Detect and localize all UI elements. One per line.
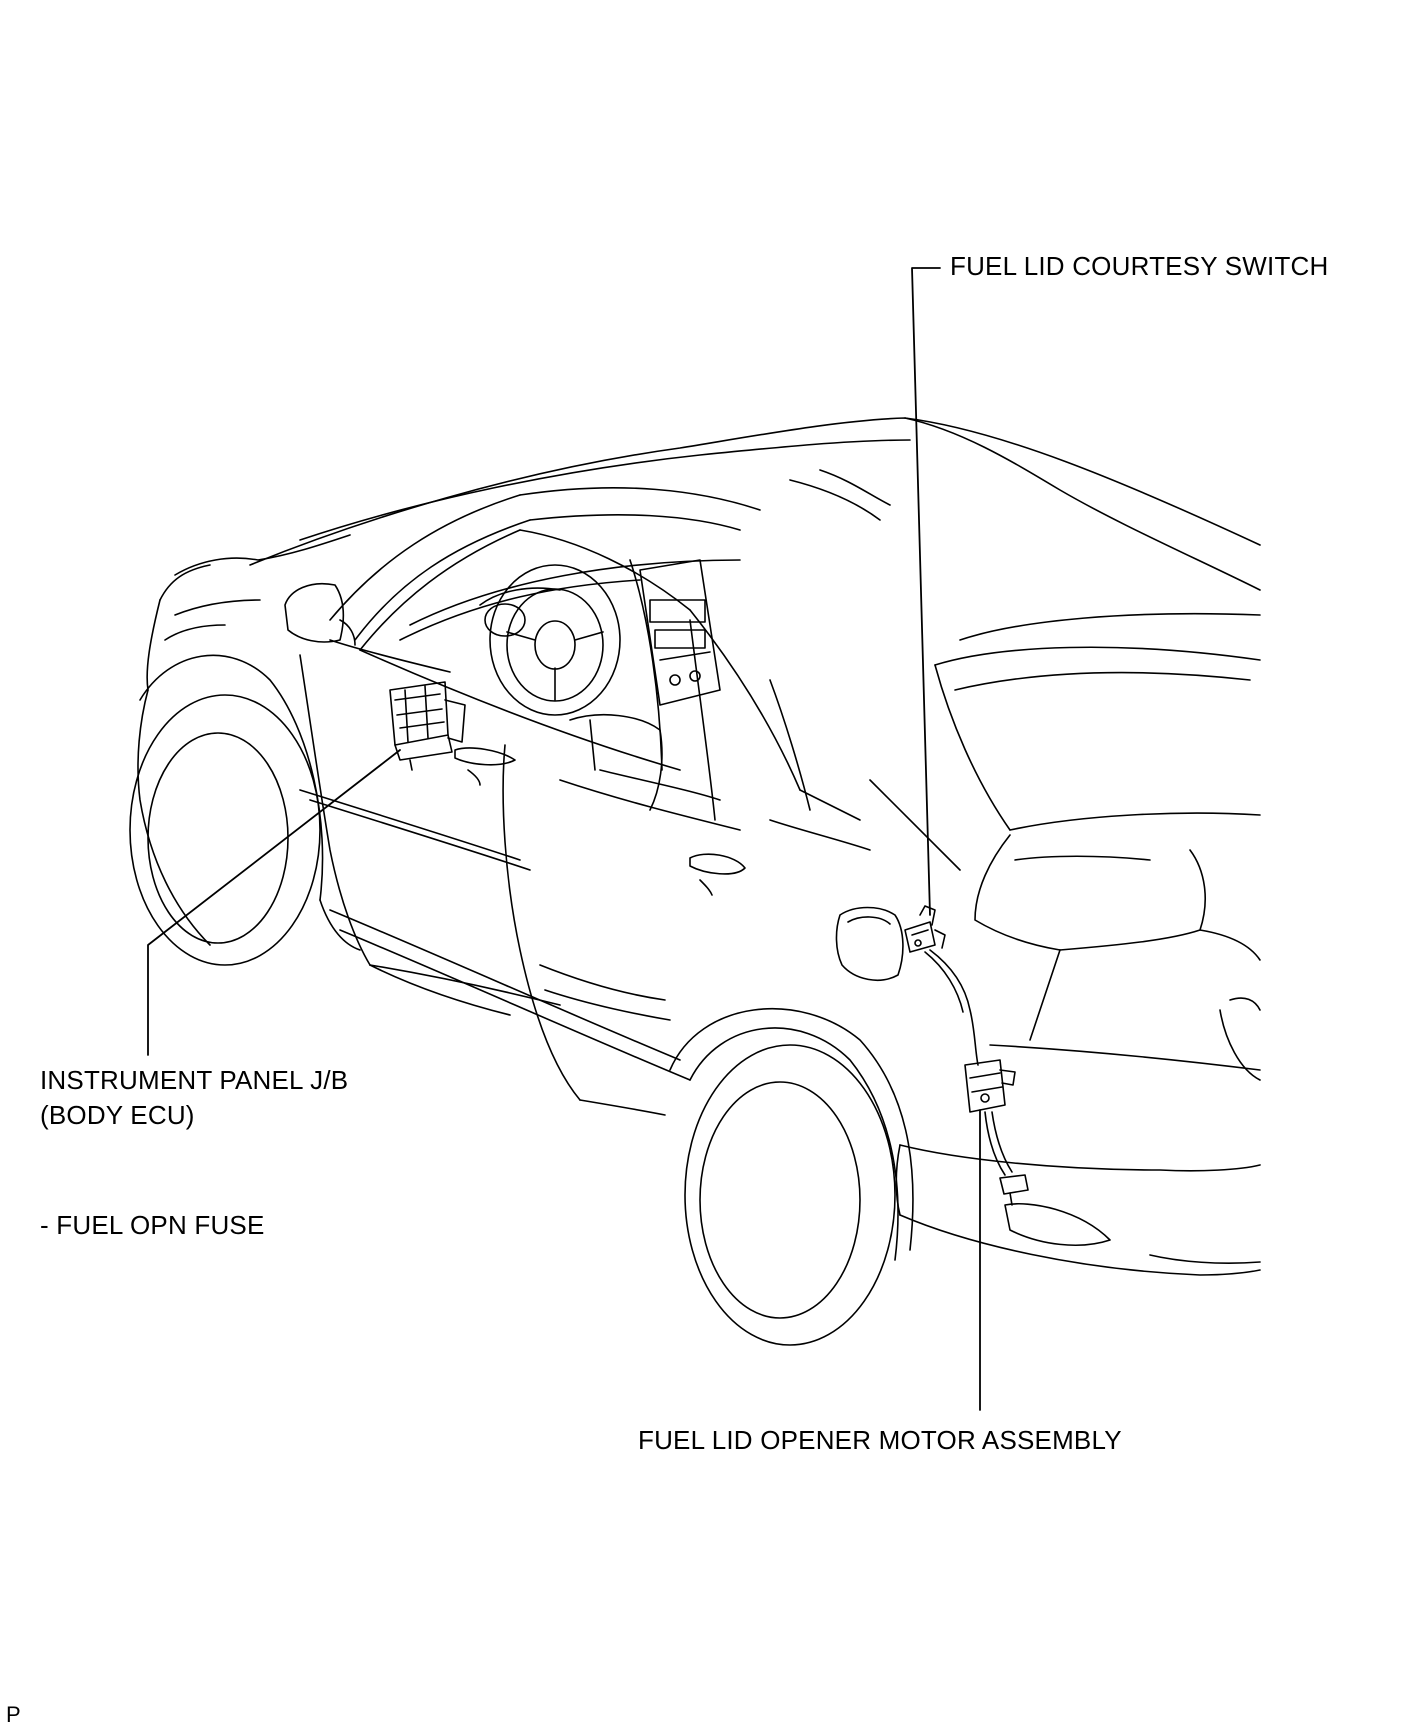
- rear-wheel: [670, 1009, 913, 1345]
- leader-instrument-panel: [148, 750, 400, 1055]
- leader-lines: [148, 268, 980, 1410]
- leader-courtesy-switch: [912, 268, 940, 915]
- label-body-ecu: (BODY ECU): [40, 1100, 195, 1130]
- instrument-panel-jb-module: [390, 682, 465, 770]
- fuel-lid: [836, 908, 902, 981]
- label-fuel-opn-fuse: - FUEL OPN FUSE: [40, 1210, 265, 1240]
- label-fuel-lid-opener-motor: FUEL LID OPENER MOTOR ASSEMBLY: [638, 1425, 1122, 1455]
- fuel-lid-opener-assembly: [905, 906, 1028, 1205]
- rear-door: [503, 745, 745, 1115]
- label-instrument-panel-jb: INSTRUMENT PANEL J/B: [40, 1065, 349, 1095]
- rocker-panel: [330, 910, 690, 1080]
- footer-mark: P: [6, 1702, 21, 1727]
- label-fuel-lid-courtesy-switch: FUEL LID COURTESY SWITCH: [950, 251, 1329, 281]
- side-mirror: [285, 584, 355, 645]
- front-wheel: [130, 655, 360, 965]
- interior: [400, 560, 740, 810]
- door-windows: [360, 530, 860, 820]
- car-body-outline: [138, 418, 1260, 1275]
